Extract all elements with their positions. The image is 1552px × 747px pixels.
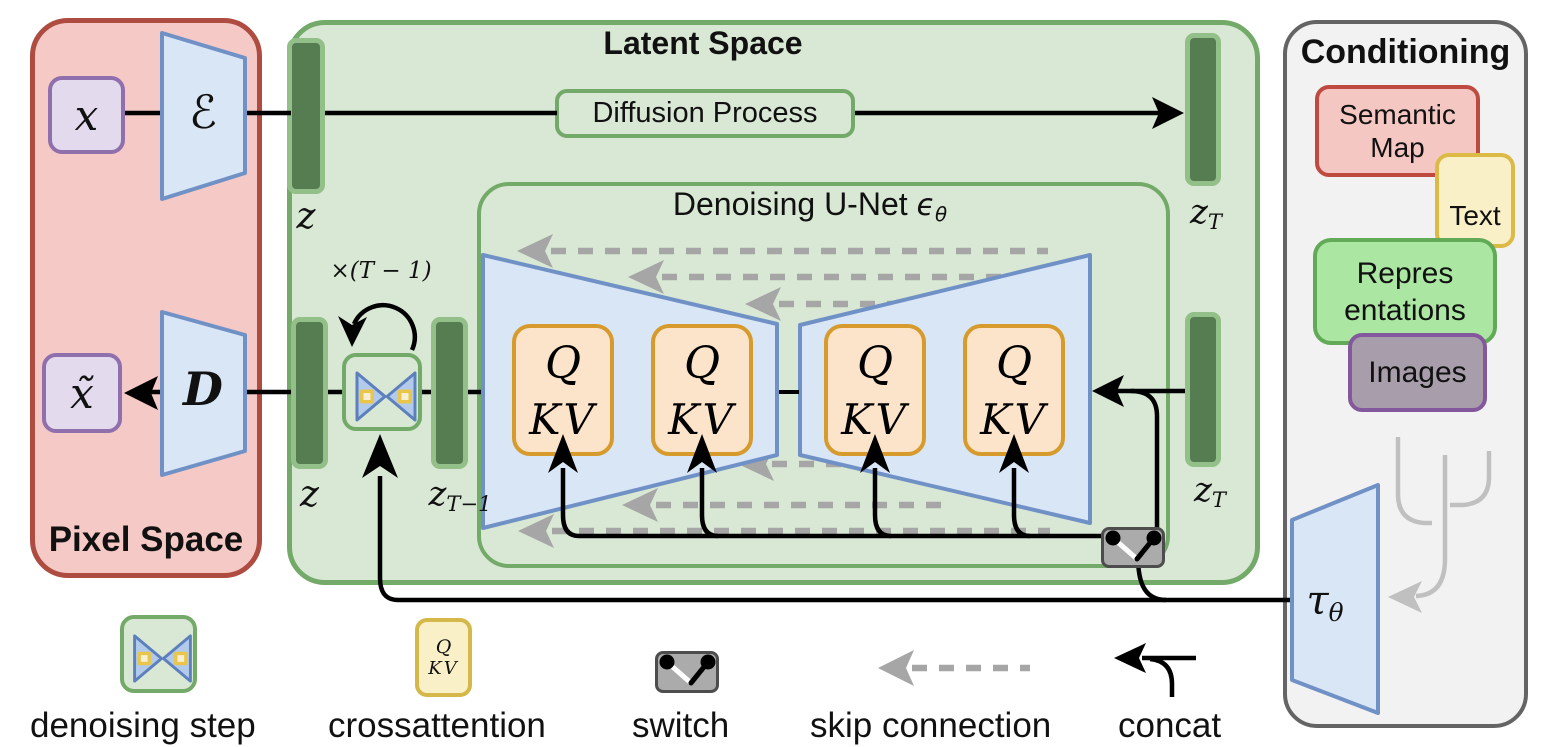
legend-denoising-step-glyph [133,634,192,683]
decoder-label: D [183,362,223,416]
latent-space-title: Latent Space [603,25,803,61]
unet-title: Denoising U-Net ϵθ [600,186,1020,226]
text-box: Text [1435,153,1515,248]
switch-box [1101,527,1165,568]
diffusion-process-pill: Diffusion Process [555,89,855,138]
images-box: Images [1348,333,1487,412]
epsilon-symbol: ϵ [916,188,935,223]
legend-switch-glyph [659,654,716,686]
legend-crossattention-label: crossattention [328,706,546,745]
z-t-bar-bottom [1185,312,1221,467]
legend-switch-icon [655,651,719,693]
denoising-step-icon [355,371,417,422]
z-t-top-sub: T [1207,208,1222,234]
legend-switch-label: switch [632,706,730,745]
tau-base: τ [1306,578,1329,624]
z-t-bottom-base: z [1194,470,1212,510]
z-t-minus-1-base: z [428,474,447,514]
x-tilde-box: x̃ [42,353,122,433]
images-label: Images [1368,355,1467,389]
legend-skip-arrowhead [878,650,914,686]
encoder-label: ℰ [189,85,217,139]
legend-skip-connection-label: skip connection [810,706,1052,745]
denoising-step-box [342,353,422,431]
legend-qkv-q: Q [435,635,452,658]
representations-line1: Repres [1356,256,1454,290]
text-label: Text [1449,199,1501,231]
representations-box: Repres entations [1313,238,1497,345]
z-t-minus-1-bar [431,317,468,469]
z-top-label: z [296,196,316,237]
legend-denoising-step-label: denoising step [30,706,256,745]
semantic-map-line1: Semantic [1339,99,1456,130]
z-t-minus-1-label: zT−1 [420,474,500,516]
x-tilde-label: x̃ [70,368,94,418]
z-t-minus-1-sub: T−1 [446,490,492,516]
legend-denoising-step-icon [120,615,197,693]
x-box: x [48,76,125,154]
pixel-space-title: Pixel Space [48,520,244,559]
legend-concat-arrowhead [1114,643,1146,673]
legend-crossattention-icon: Q KV [415,618,472,697]
z-t-top-base: z [1190,192,1208,232]
unet-title-text: Denoising U-Net [672,186,908,222]
loop-count-label: ×(T − 1) [330,258,432,284]
representations-line2: entations [1344,293,1466,327]
z-bar-mid [291,317,328,469]
z-t-bar-top [1185,33,1221,186]
conditioning-title: Conditioning [1300,33,1511,71]
semantic-map-line2: Map [1370,132,1425,163]
tau-sub: θ [1328,597,1344,627]
legend-concat-label: concat [1118,706,1222,745]
x-label: x [74,90,99,140]
denoising-unet-box [477,182,1170,568]
diffusion-process-label: Diffusion Process [592,97,818,129]
tau-theta-label: τθ [1294,578,1356,627]
epsilon-sub: θ [934,202,948,226]
z-t-top-label: zT [1178,192,1234,234]
z-mid-label: z [300,474,319,515]
z-bar-top [287,38,325,194]
z-t-bottom-sub: T [1211,486,1226,512]
legend-qkv-kv: KV [428,657,459,679]
z-t-bottom-label: zT [1182,470,1238,512]
switch-icon [1105,530,1162,562]
